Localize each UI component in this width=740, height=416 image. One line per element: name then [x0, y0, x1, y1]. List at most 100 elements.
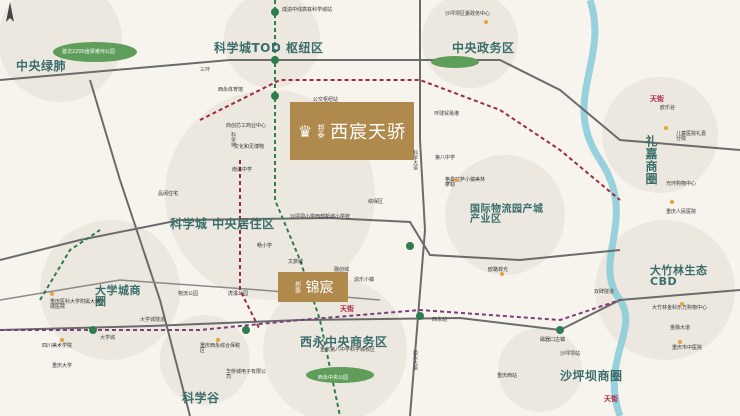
poi-label: 儿童医院礼嘉分院	[676, 131, 707, 142]
poi-label: 重庆人民医院	[666, 209, 697, 215]
poi-label: 首次2200亩梁滩河公园	[62, 49, 115, 55]
zone-label-kexuegu: 科学谷	[182, 391, 220, 405]
poi-label: 沙坪坝区委政务中心	[445, 11, 491, 17]
park-shape	[306, 367, 374, 383]
project-brand-main[interactable]: ♛ 邦泰 西宸天骄	[290, 102, 414, 160]
poi-label: 磁器口古镇	[540, 337, 566, 343]
metro-green-branch	[39, 229, 101, 301]
poi-label: 沙坪坝小学西部新城小学校	[290, 214, 351, 220]
poi-label: 文旅城	[288, 259, 304, 265]
park-shape	[53, 42, 137, 62]
zone-label-zhongyang-lvfei: 中央绿肺	[16, 59, 67, 73]
road-label: 双碑隧道	[594, 289, 615, 295]
poi-label: 欧乐谷	[660, 105, 676, 111]
zone-circle	[263, 278, 407, 416]
poi-label: 沙坪坝站	[560, 351, 581, 357]
poi-label: 大竹林金科乐方购物中心	[652, 305, 708, 311]
road-label: 大学城	[100, 335, 116, 341]
station-marker[interactable]	[89, 326, 97, 334]
poi-label: 重庆大学	[52, 363, 73, 369]
poi-label: 成渝中线高铁科学城站	[282, 7, 333, 13]
poi-dot[interactable]	[454, 178, 458, 182]
metro-purple-line	[0, 299, 621, 331]
poi-label: 商创芯工商业中心	[226, 123, 267, 129]
zone-circle	[602, 77, 718, 193]
station-marker[interactable]	[242, 326, 250, 334]
poi-label: 西永中央公园	[318, 375, 349, 381]
zone-label-shapingba-shangquan: 沙坪坝商圈	[560, 369, 623, 383]
poi-label: 西永体育馆	[218, 87, 244, 93]
poi-label: 格桑拉萨小镇美林摩勒	[445, 177, 486, 188]
zone-label-daxuecheng-shangquan: 大学城商圈	[95, 284, 141, 308]
zone-circle	[160, 315, 250, 405]
poi-label: 华侨城电子有限公司	[226, 369, 267, 380]
poi-label: 品阔住宅	[158, 191, 179, 197]
road-label: 科学城	[230, 132, 236, 147]
poi-label: 综保区	[368, 199, 384, 205]
road-path	[89, 79, 191, 416]
poi-label: 南渝中学	[232, 167, 253, 173]
poi-label: 畅小学	[257, 243, 273, 249]
poi-label: 渝乐小镇	[354, 277, 375, 283]
metro-red-branch	[239, 160, 261, 331]
poi-dot[interactable]	[670, 200, 674, 204]
zone-label-guoji-wuliu: 国际物流园产城产业区	[470, 204, 544, 225]
poi-dot[interactable]	[216, 338, 220, 342]
poi-label: 重庆市中医院	[672, 345, 703, 351]
station-marker[interactable]	[556, 326, 564, 334]
zone-label-zhongyang-zhengwu: 中央政务区	[452, 41, 515, 55]
poi-label: 公交枢纽站	[313, 97, 339, 103]
station-marker[interactable]	[271, 92, 279, 100]
poi-label: 融创城	[334, 267, 350, 273]
poi-label: 金融大道	[670, 325, 691, 331]
poi-label: 文化和见博物	[234, 144, 265, 150]
road-label: 三环	[200, 67, 211, 73]
brand-main-name: 西宸天骄	[330, 122, 407, 143]
road-path	[0, 216, 621, 262]
brand-logo-icon: ♛	[297, 121, 313, 141]
zone-circle	[498, 328, 582, 412]
poi-label: 欧路菲光	[488, 267, 509, 273]
poi-label: 重庆医科大学附属大学城医院	[50, 299, 101, 310]
brand-sub-prefix: 邦泰	[293, 281, 301, 293]
zone-label-kexuecheng-tod: 科学城TOD 枢纽区	[214, 41, 324, 55]
tiangu-marker[interactable]: 天街	[650, 95, 664, 103]
zone-circle	[445, 155, 565, 275]
road-label: 大学城隧道	[140, 317, 166, 323]
park-shape	[431, 56, 479, 68]
brand-prefix: 邦泰	[317, 124, 326, 138]
tiangu-marker[interactable]: 天街	[604, 395, 618, 403]
poi-dot[interactable]	[680, 302, 684, 306]
river-path	[580, 0, 630, 416]
station-marker[interactable]	[406, 242, 414, 250]
tiangu-marker[interactable]: 天街	[340, 305, 354, 313]
zone-label-lijia-shangquan: 礼嘉商圈	[644, 135, 658, 185]
poi-dot[interactable]	[500, 272, 504, 276]
road-path	[0, 59, 740, 151]
project-brand-sub[interactable]: 邦泰 锦宸	[278, 272, 348, 302]
road-label: 西永站	[432, 317, 448, 323]
poi-label: 重庆西永综合保税区	[200, 343, 241, 354]
station-marker[interactable]	[271, 56, 279, 64]
station-marker[interactable]	[271, 8, 279, 16]
zone-label-dazhulin-cbd: 大竹林生态CBD	[650, 264, 708, 288]
poi-label: 光环购物中心	[666, 181, 697, 187]
poi-dot[interactable]	[50, 292, 54, 296]
poi-label: 环球贸易港	[434, 111, 460, 117]
poi-dot[interactable]	[678, 340, 682, 344]
station-marker[interactable]	[416, 312, 424, 320]
zone-circle	[224, 0, 320, 88]
road-label: 西永大道	[412, 350, 418, 370]
poi-dot[interactable]	[60, 338, 64, 342]
brand-sub-name: 锦宸	[305, 280, 334, 296]
poi-label: 重庆第八中学科学城校区	[320, 347, 376, 353]
poi-dot[interactable]	[484, 20, 488, 24]
metro-green-line	[274, 0, 341, 416]
north-arrow-icon	[6, 2, 14, 22]
poi-label: 重庆西站	[497, 373, 518, 379]
poi-dot[interactable]	[664, 126, 668, 130]
poi-label: 四川美术学院	[42, 343, 73, 349]
poi-label: 虎溪公园	[228, 291, 249, 297]
